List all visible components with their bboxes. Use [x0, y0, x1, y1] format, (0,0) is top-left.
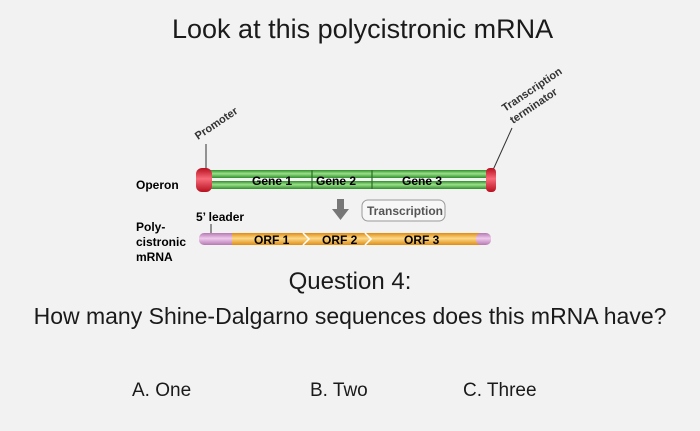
gene-label-1: Gene 1 [252, 174, 292, 188]
terminator-region [486, 168, 496, 192]
answer-option-c[interactable]: C. Three [463, 380, 537, 401]
orf-divider-2 [364, 232, 373, 246]
mrna-label-line3: mRNA [136, 250, 173, 264]
dna-strand-top [205, 170, 493, 178]
orf-label-3: ORF 3 [404, 233, 440, 247]
mrna-orf-bar [232, 233, 482, 245]
mrna-label-line1: Poly- [136, 220, 165, 234]
leader-label: 5’ leader [196, 210, 244, 224]
transcription-label: Transcription [367, 204, 443, 218]
answer-option-b[interactable]: B. Two [310, 380, 368, 401]
question-heading: Question 4: [288, 268, 412, 295]
promoter-label: Promoter [193, 105, 241, 143]
dna-strand-bottom [205, 181, 493, 189]
mrna-tail [476, 233, 491, 245]
gene-label-2: Gene 2 [316, 174, 356, 188]
answer-option-a[interactable]: A. One [132, 380, 192, 401]
operon-label: Operon [136, 178, 179, 192]
mrna-label-line2: cistronic [136, 235, 186, 249]
promoter-region [196, 168, 212, 192]
page-title: Look at this polycistronic mRNA [172, 14, 554, 44]
mrna-leader [199, 233, 239, 245]
transcription-arrow-icon [332, 199, 349, 220]
gene-label-3: Gene 3 [402, 174, 442, 188]
orf-label-1: ORF 1 [254, 233, 290, 247]
question-text: How many Shine-Dalgarno sequences does t… [33, 303, 667, 329]
transcription-badge [361, 199, 446, 222]
terminator-pointer [492, 127, 513, 171]
orf-divider-1 [302, 232, 311, 246]
orf-label-2: ORF 2 [322, 233, 358, 247]
